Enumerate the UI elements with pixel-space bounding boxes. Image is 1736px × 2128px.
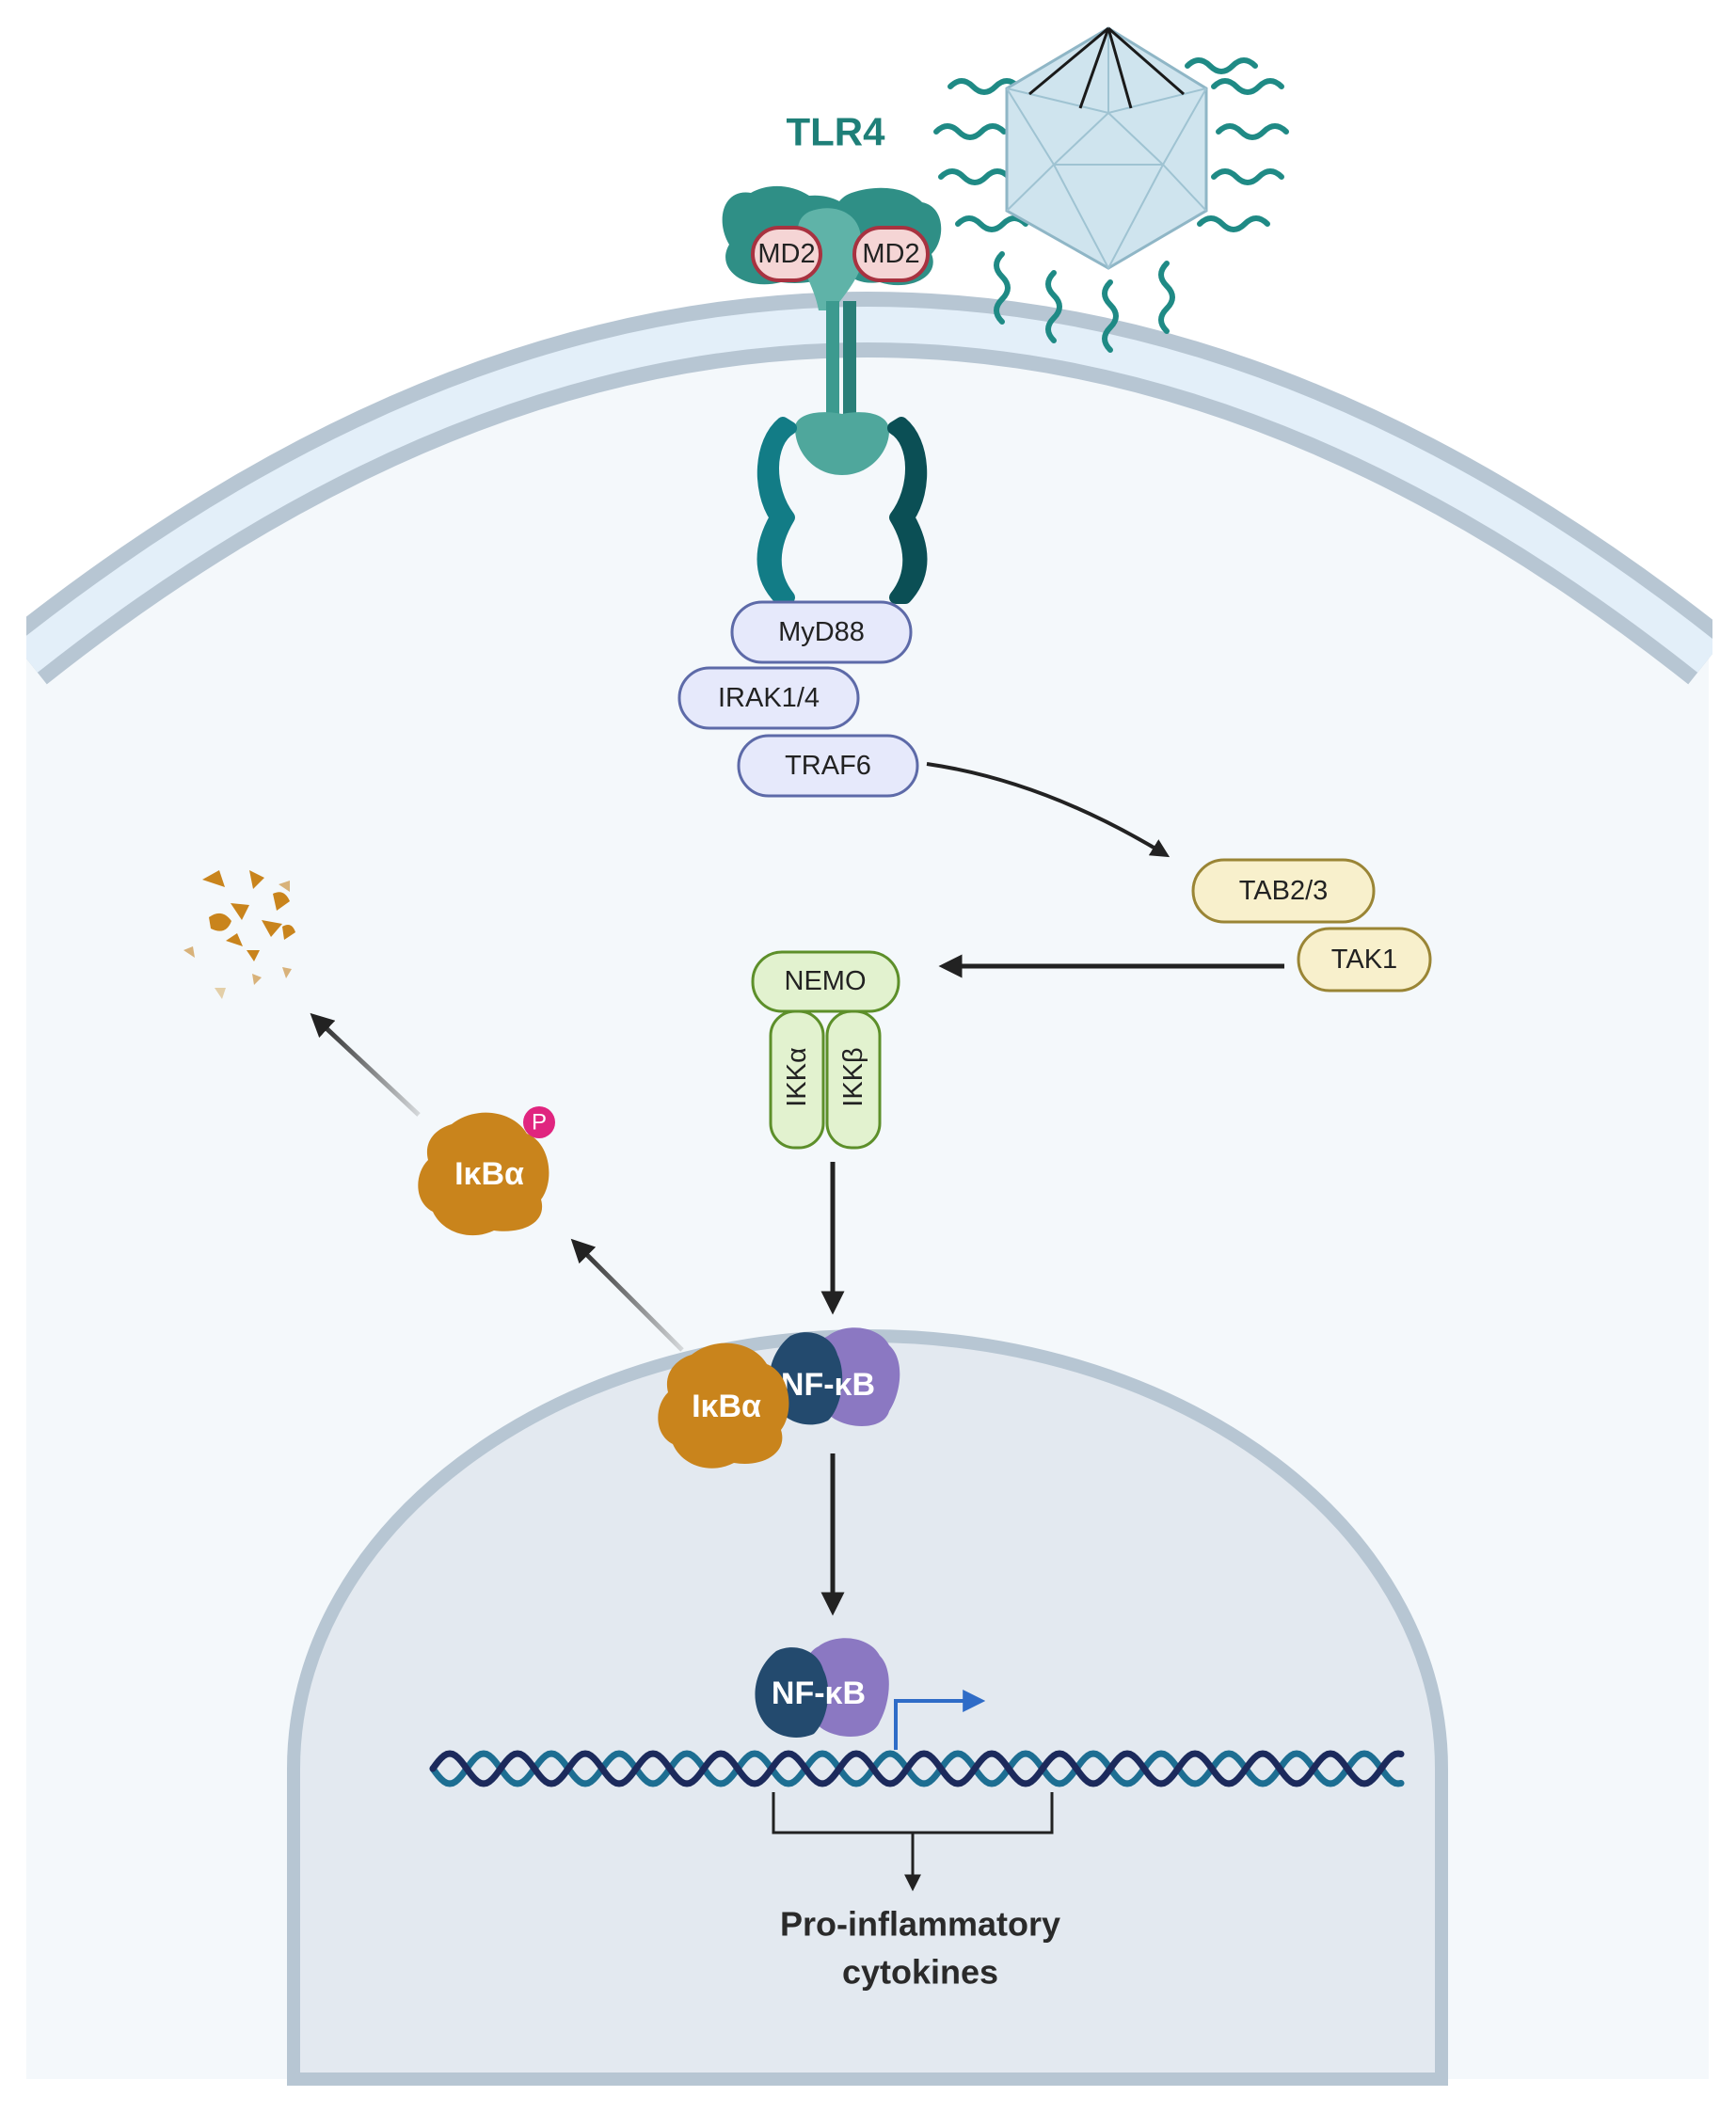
nemo-label: NEMO — [785, 966, 867, 996]
phosphate-badge — [523, 1106, 555, 1138]
virus-tendrils — [933, 57, 1289, 353]
nfkb-nuclear-blue — [755, 1647, 829, 1738]
ikba-complex-label: IκBα — [692, 1389, 761, 1424]
tlr4-receptor: MD2 MD2 — [722, 185, 942, 604]
tab23-node: TAB2/3 — [1191, 858, 1376, 924]
ikba-phospho-label: IκBα — [454, 1156, 524, 1192]
virus-capsid — [1005, 26, 1208, 270]
traf6-label: TRAF6 — [785, 751, 871, 781]
arrow-traf6-to-tab — [926, 762, 1171, 858]
virus — [933, 26, 1289, 353]
md2-left — [751, 226, 822, 282]
md2-left-label: MD2 — [757, 239, 815, 269]
tlr4-ectodomain-core — [798, 208, 864, 310]
tlr4-tir-left — [757, 417, 797, 604]
tlr4-tir-core — [795, 412, 889, 475]
tlr4-label: TLR4 — [787, 110, 886, 154]
myd88-label: MyD88 — [778, 617, 865, 647]
ikk-complex: IKKα IKKβ NEMO — [751, 950, 900, 1150]
arrow-complex-to-phospho — [570, 1238, 684, 1352]
irak-node: IRAK1/4 — [677, 666, 860, 730]
output-line-1: Pro-inflammatory — [780, 1905, 1060, 1944]
tlr4-tir-right — [887, 417, 928, 604]
transcription-start-arrow — [894, 1690, 986, 1750]
tak1-node: TAK1 — [1297, 927, 1432, 993]
arrow-phospho-to-degradation — [310, 1012, 421, 1117]
virus-facets — [1006, 28, 1207, 271]
ikka-label: IKKα — [782, 1047, 812, 1107]
traf6-node: TRAF6 — [737, 734, 919, 798]
dna-helix — [429, 1750, 1405, 1787]
irak-label: IRAK1/4 — [718, 683, 820, 713]
md2-right — [852, 226, 930, 282]
tab23-label: TAB2/3 — [1239, 876, 1329, 906]
virus-spikes — [1028, 26, 1185, 109]
nfkb-nuc-label: NF-κB — [772, 1675, 866, 1711]
gene-bracket — [772, 1792, 1054, 1886]
ikba-nfkb-complex: NF-κB IκBα — [658, 1327, 900, 1469]
ikba-phospho-body — [418, 1112, 549, 1236]
ikba-phosphorylated: IκBα P — [418, 1106, 555, 1236]
dna-strand-a — [429, 1750, 1405, 1787]
ikba-bound — [658, 1342, 789, 1469]
ikkb-label: IKKβ — [838, 1047, 868, 1106]
nemo-node — [751, 950, 900, 1013]
phosphate-label: P — [532, 1110, 547, 1135]
nfkb-nuclear: NF-κB — [755, 1638, 889, 1738]
dna-strand-b — [429, 1750, 1405, 1787]
output-line-2: cytokines — [842, 1953, 998, 1992]
nfkb-cyto-label: NF-κB — [781, 1367, 875, 1403]
degradation-fragments — [183, 870, 295, 999]
cell-membrane-inner — [26, 307, 1712, 673]
md2-right-label: MD2 — [862, 239, 919, 269]
myd88-node: MyD88 — [730, 600, 913, 664]
tak1-label: TAK1 — [1331, 945, 1397, 975]
